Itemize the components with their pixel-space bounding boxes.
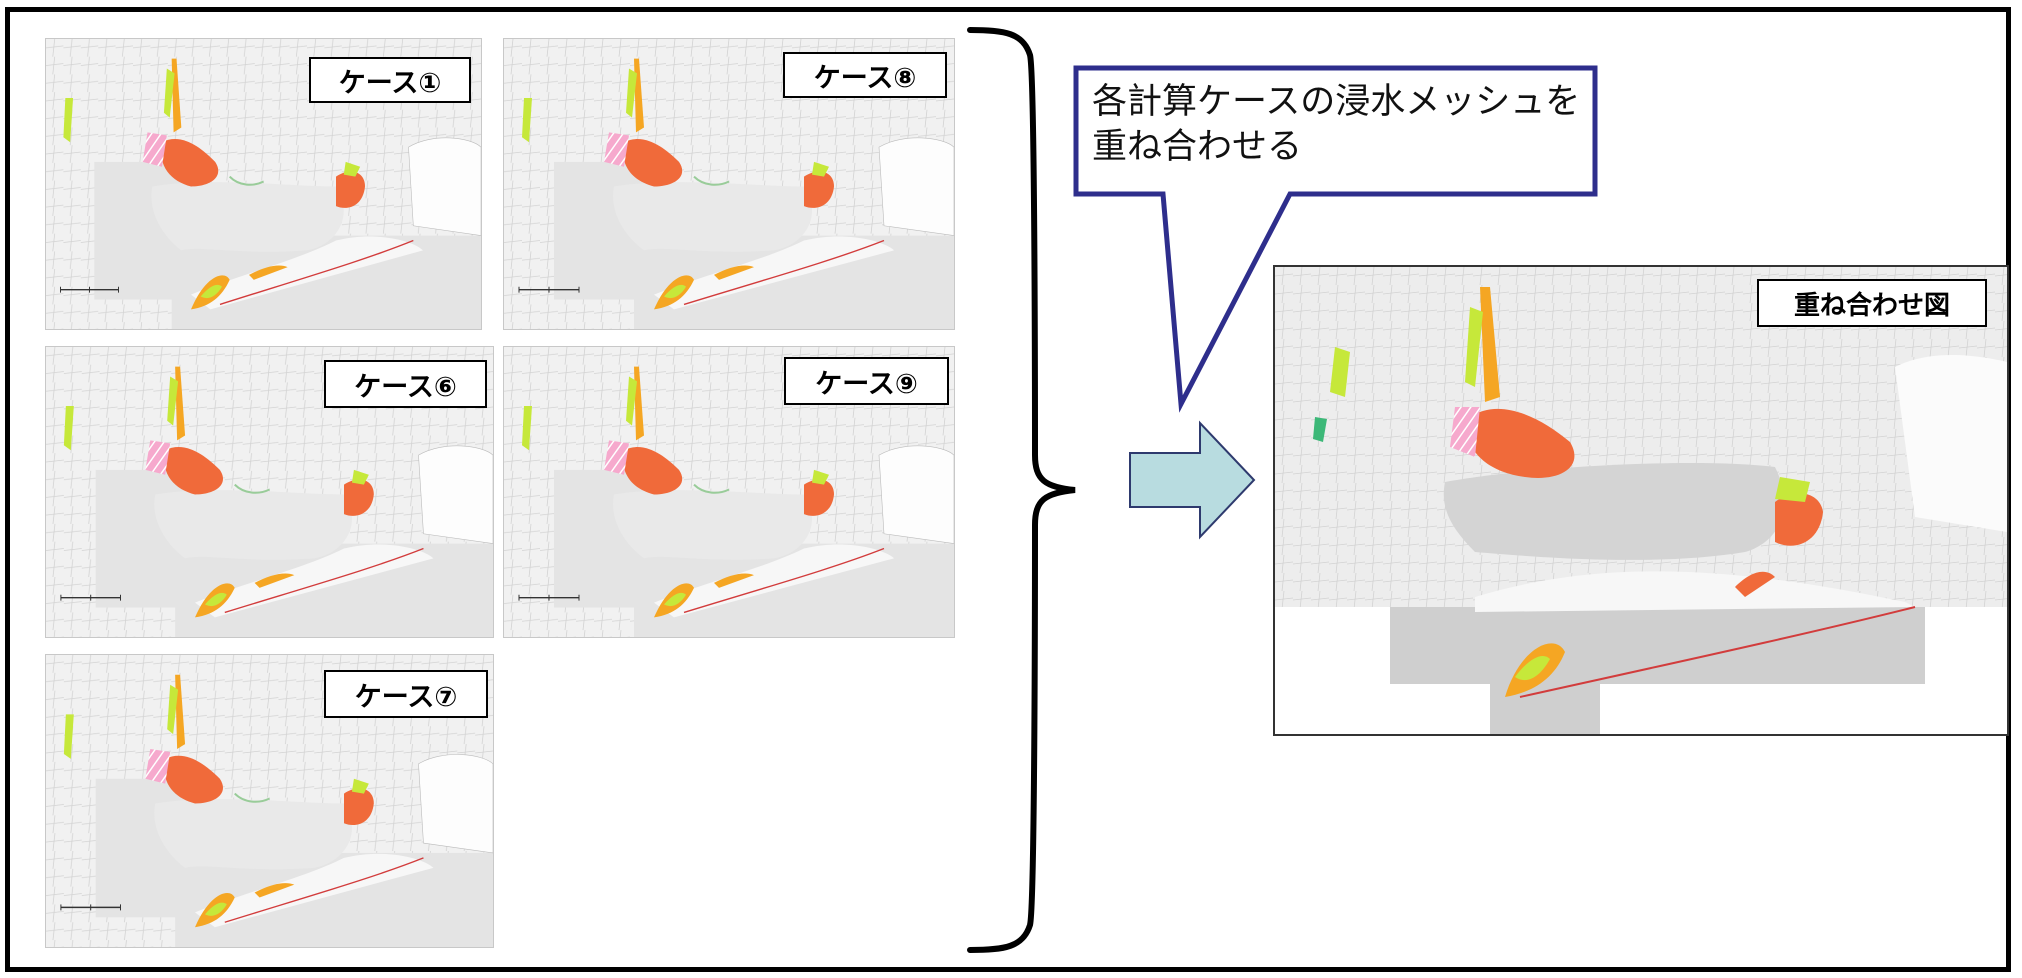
case-6-label: ケース⑥: [324, 360, 487, 408]
case-1-label: ケース①: [309, 57, 471, 103]
curly-brace: [967, 27, 1076, 953]
callout-line-1: 各計算ケースの浸水メッシュを: [1092, 82, 1581, 122]
case-8-label: ケース⑧: [783, 52, 947, 98]
case-7-label: ケース⑦: [324, 670, 488, 718]
callout-text: 各計算ケースの浸水メッシュを 重ね合わせる: [1092, 80, 1580, 170]
callout-line-2: 重ね合わせる: [1092, 127, 1303, 167]
right-arrow-icon: [1129, 420, 1256, 540]
overlay-label: 重ね合わせ図: [1757, 279, 1987, 327]
case-9-label: ケース⑨: [784, 357, 949, 405]
overlay-map: [1273, 265, 2009, 736]
callout-bubble: [1073, 65, 1598, 413]
